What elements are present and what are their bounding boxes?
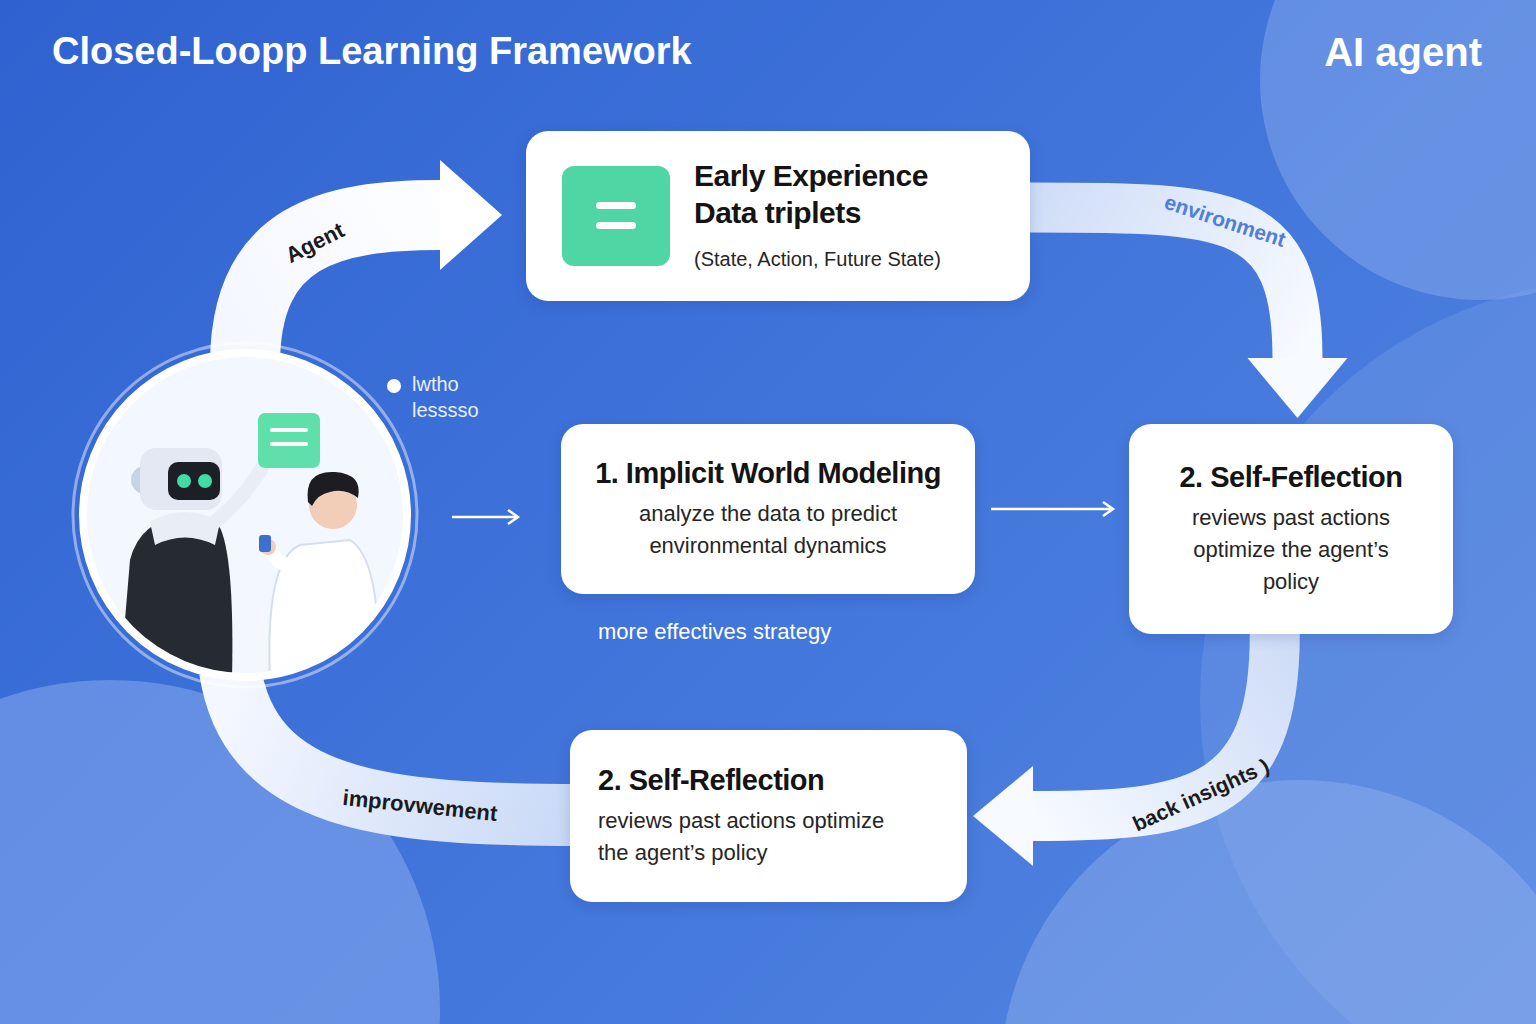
data-icon [562, 166, 670, 266]
agent-illustration [120, 413, 378, 680]
box-heading: 2. Self-Reflection [598, 763, 824, 798]
agent-circle-halo [73, 343, 417, 687]
diagram-title: Closed-Loopp Learning Framework [52, 30, 692, 73]
free-label: AI agent [1324, 30, 1482, 75]
connector-arrow [1030, 208, 1347, 419]
robot-collar [150, 512, 220, 545]
agent-arrow-band [245, 215, 440, 365]
box-body: reviews past actions optimize the agent’… [1169, 502, 1414, 598]
arrow-head [973, 766, 1033, 866]
thin-arrow-head [508, 510, 518, 524]
person-phone [259, 535, 271, 552]
box-body: (State, Action, Future State) [694, 245, 941, 274]
connector-arrow [973, 634, 1275, 866]
chat-card [258, 413, 320, 468]
process-box: 2. Self-Feflection reviews past actions o… [1129, 424, 1453, 634]
chat-card-line [270, 428, 308, 432]
box-heading: Early Experience Data triplets [694, 158, 994, 231]
robot-eye [198, 474, 212, 488]
chat-card-line [270, 442, 308, 446]
bullet-dot [387, 379, 401, 393]
agent-circle [83, 353, 407, 677]
thin-arrow-line [452, 516, 518, 519]
connector-arrow [991, 502, 1113, 516]
free-label: lwtho lesssso [412, 371, 502, 423]
box-heading: 1. Implicit World Modeling [595, 456, 941, 491]
robot-eye [177, 474, 191, 488]
icon-line [596, 222, 636, 229]
process-box: 2. Self-Reflection reviews past actions o… [570, 730, 967, 902]
robot-arm [215, 468, 262, 522]
robot-visor [168, 462, 220, 500]
process-box: 1. Implicit World Modeling analyze the da… [561, 424, 975, 594]
arrow-line [991, 508, 1113, 511]
icon-line [596, 202, 636, 209]
box-heading: 2. Self-Feflection [1179, 460, 1402, 495]
agent-arrow-head [440, 160, 502, 270]
robot-head [140, 448, 222, 510]
box-body: analyze the data to predict environmenta… [618, 498, 918, 562]
arrow-head [1247, 358, 1347, 418]
person-hair [308, 472, 359, 506]
arrow-head [1103, 502, 1113, 516]
icon-square [562, 166, 670, 266]
box-body: reviews past actions optimize the agent’… [598, 805, 888, 869]
free-label: more effectives strategy [598, 619, 831, 645]
person-arm [270, 550, 302, 565]
person-body [269, 540, 378, 680]
